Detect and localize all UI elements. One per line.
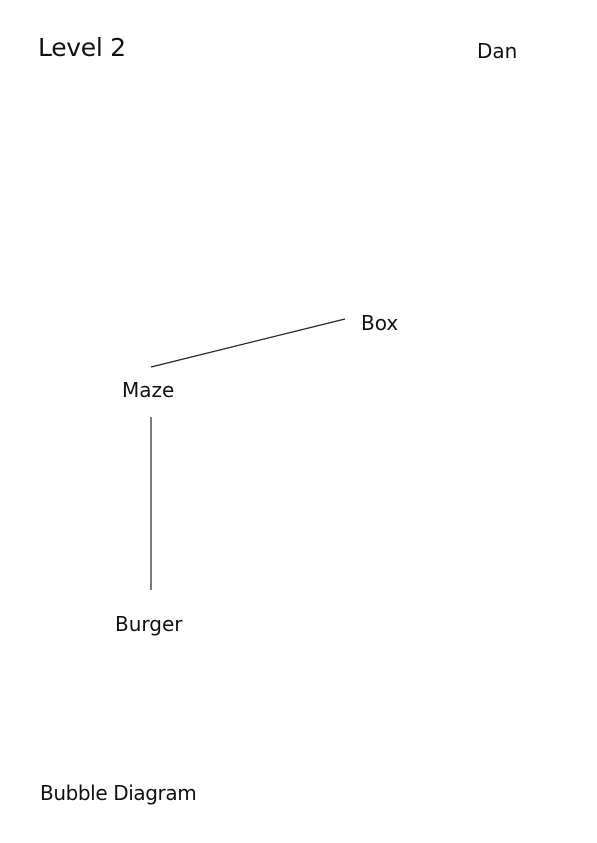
diagram-caption: Bubble Diagram (40, 781, 197, 805)
edge-maze-box (150, 318, 346, 368)
node-box: Box (361, 311, 399, 335)
node-maze: Maze (122, 378, 175, 402)
author-name: Dan (477, 39, 518, 63)
node-burger: Burger (115, 612, 183, 636)
level-title: Level 2 (38, 33, 126, 62)
